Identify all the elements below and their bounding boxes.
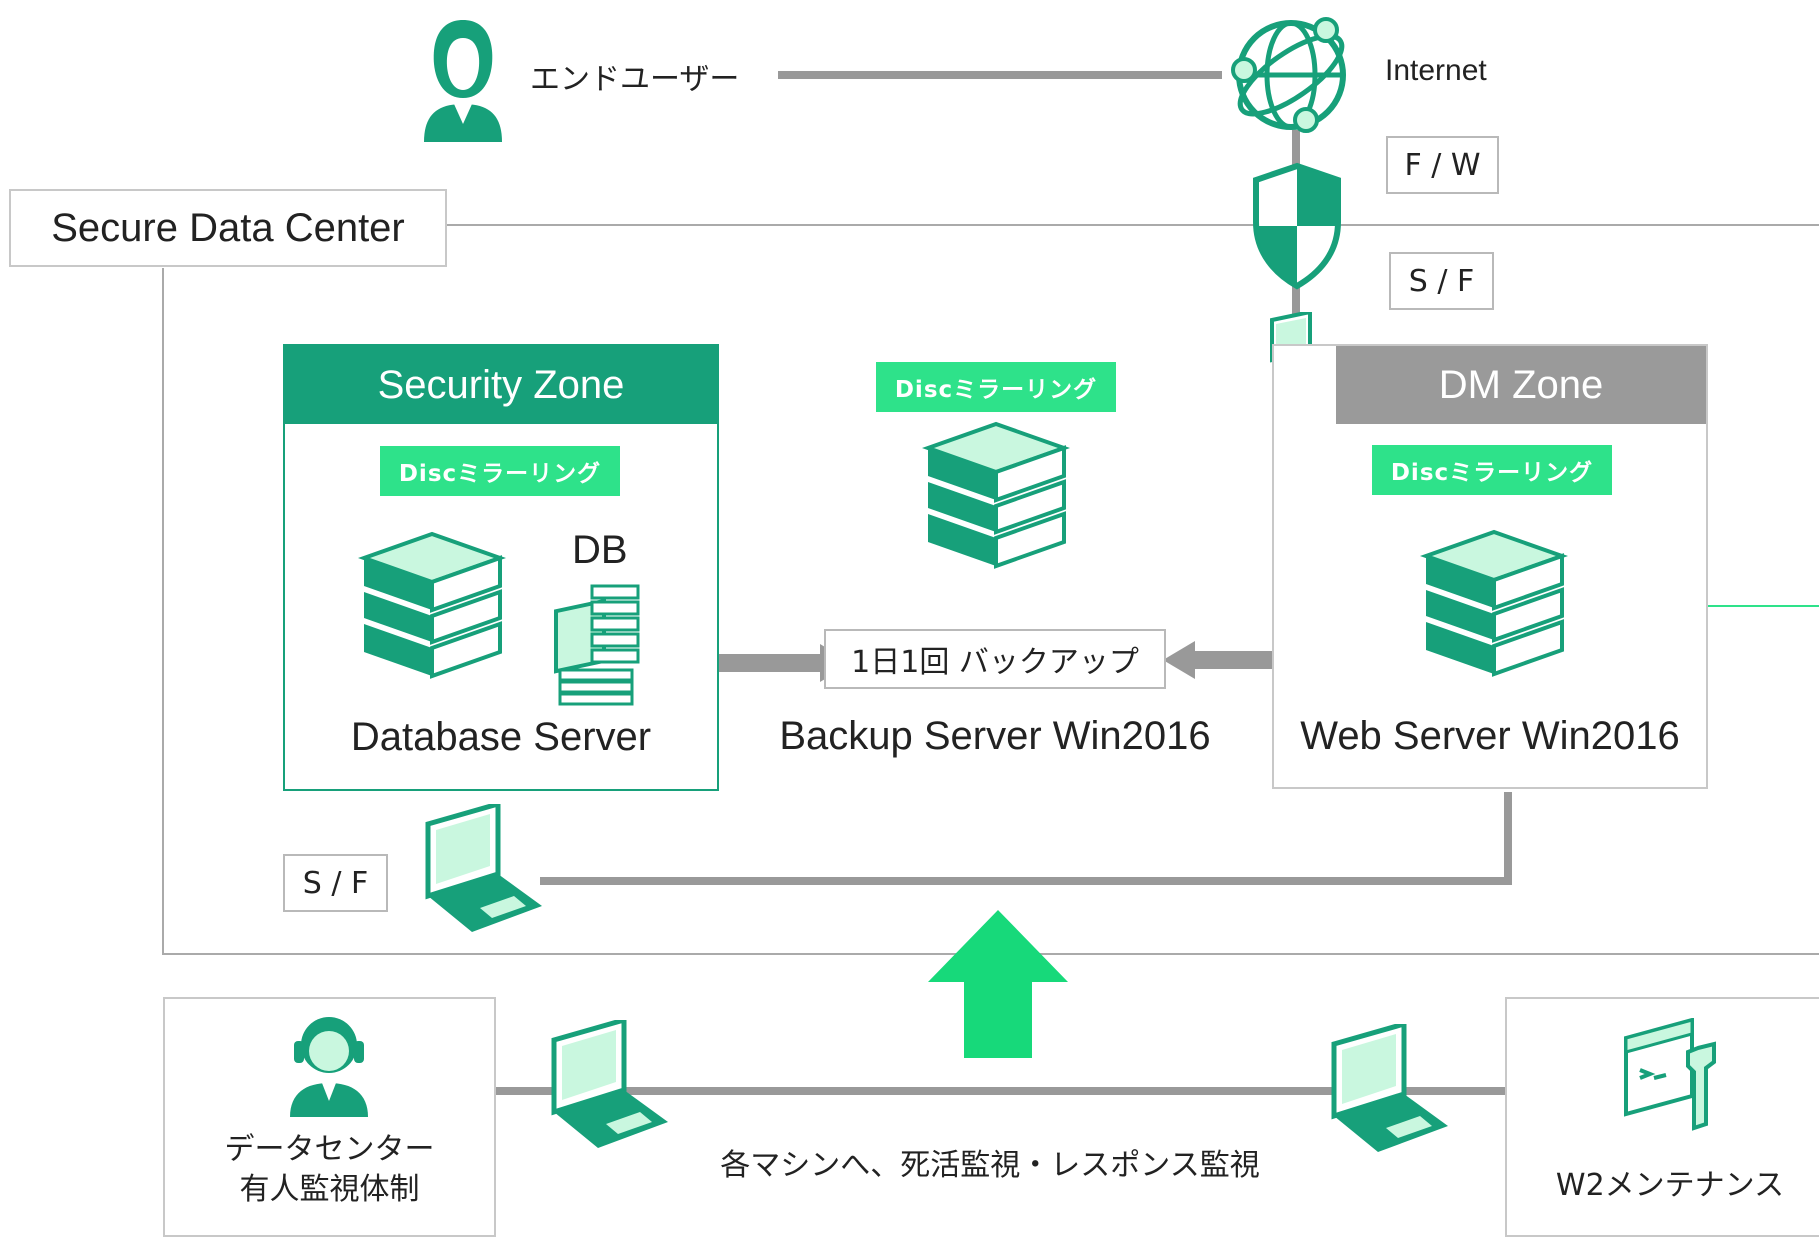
- monitor-laptop-left-icon: [544, 1016, 672, 1152]
- operator-headset-icon: [284, 1007, 374, 1119]
- sf-top-label: S / F: [1389, 252, 1494, 310]
- datacenter-title-box: Secure Data Center: [9, 189, 447, 267]
- datacenter-title: Secure Data Center: [51, 205, 405, 250]
- backup-schedule-label: 1日1回 バックアップ: [824, 629, 1166, 689]
- dc-left-bottom-border: [162, 268, 1819, 955]
- db-label: DB: [572, 528, 628, 572]
- monitor-laptop-right-icon: [1324, 1020, 1452, 1156]
- internet-label: Internet: [1385, 54, 1487, 87]
- security-zone: Security Zone: [283, 344, 719, 791]
- operator-label-line1: データセンター: [224, 1132, 435, 1167]
- dm-zone-title: DM Zone: [1438, 362, 1604, 407]
- web-server-icon: [1419, 528, 1569, 678]
- sf-bottom-label: S / F: [283, 854, 388, 912]
- internet-globe-icon: [1226, 10, 1356, 140]
- dm-mirror-tag: Discミラーリング: [1372, 445, 1612, 495]
- operator-label-line2: 有人監視体制: [239, 1172, 420, 1207]
- security-zone-header: Security Zone: [285, 346, 717, 424]
- web-server-label: Web Server Win2016: [1300, 714, 1680, 758]
- maintenance-label: W2メンテナンス: [1555, 1168, 1785, 1203]
- backup-mirror-tag: Discミラーリング: [876, 362, 1116, 412]
- backup-server-icon: [921, 420, 1071, 602]
- end-user-icon: [418, 14, 508, 144]
- dm-zone-header: DM Zone: [1336, 346, 1706, 424]
- database-doc-icon: [552, 582, 644, 708]
- maintenance-tool-icon: [1622, 1017, 1722, 1136]
- monitoring-label: 各マシンへ、死活監視・レスポンス監視: [720, 1148, 1260, 1183]
- end-user-label: エンドユーザー: [530, 62, 740, 97]
- database-server-label: Database Server: [350, 715, 652, 759]
- up-arrow: [928, 910, 1068, 1058]
- security-zone-title: Security Zone: [377, 362, 625, 407]
- backup-server-label: Backup Server Win2016: [779, 714, 1211, 758]
- security-mirror-tag: Discミラーリング: [380, 446, 620, 496]
- firewall-shield-icon: [1250, 162, 1344, 290]
- sf-dm-line: [540, 792, 1512, 885]
- sf-laptop-icon: [418, 800, 546, 936]
- database-server-icon: [357, 530, 507, 680]
- fw-label: F / W: [1386, 136, 1499, 194]
